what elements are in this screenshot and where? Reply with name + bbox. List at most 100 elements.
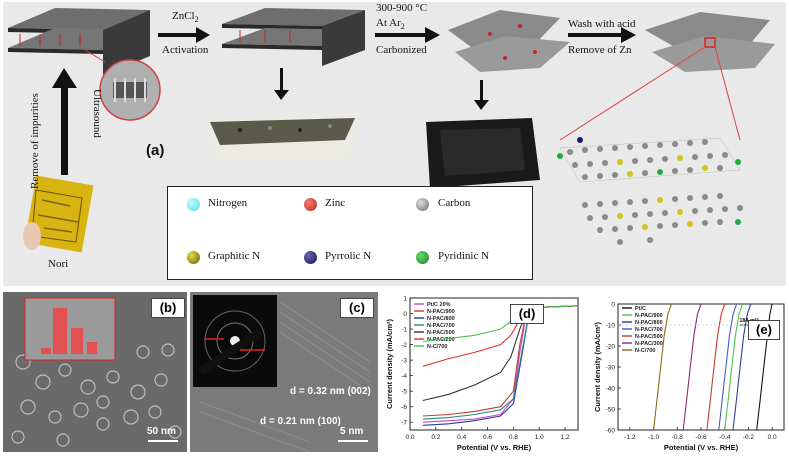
pyridinic-n-legend-dot (416, 251, 429, 264)
chart-e-ytick-label: -20 (606, 344, 616, 351)
chart-e-ytick-label: -40 (606, 386, 616, 393)
chart-e-yaxis-label: Current density (mA/cm²) (593, 321, 602, 412)
d-spacing-002-label: d = 0.32 nm (002) (290, 386, 371, 397)
chart-e-xtick-label: -0.6 (695, 434, 707, 441)
legend-graphitic-n-label: Graphitic N (208, 250, 261, 262)
legend-zinc-label: Zinc (325, 197, 346, 209)
step3-remove-zn-label: Remove of Zn (568, 44, 632, 56)
tem-particles-b (3, 292, 187, 452)
atom-legend-box: Nitrogen Zinc Carbon Graphitic N Pyrroli… (167, 186, 533, 280)
chart-e-ytick-label: -30 (606, 365, 616, 372)
chart-e-xtick-label: -1.0 (648, 434, 660, 441)
tem-image-c: d = 0.32 nm (002) d = 0.21 nm (100) 5 nm… (190, 292, 378, 452)
final-porous-sheets (559, 12, 775, 141)
nori-photo (23, 175, 94, 253)
crucible-photo (205, 112, 360, 162)
chart-d-legend-label: N-PAC/900 (427, 309, 455, 315)
chart-e-series-line (653, 303, 672, 431)
chart-e-series-line (732, 303, 752, 431)
chart-d-legend-label: N-PAC/500 (427, 330, 455, 336)
ultrasound-arrow (52, 68, 77, 175)
carbon-legend-dot (416, 198, 429, 211)
doped-graphene-structure-1 (557, 137, 741, 183)
arrow-down-2 (474, 80, 489, 110)
chart-e-series-line (682, 303, 702, 431)
chart-e-legend-label: N-PAC/300 (635, 341, 663, 347)
chart-d-legend-label: Pt/C 20% (427, 302, 451, 308)
chart-d-ytick-label: 0 (403, 311, 407, 318)
arrow-activation (158, 27, 210, 43)
panel-c-label: (c) (340, 298, 374, 318)
chart-d-ytick-label: -1 (401, 327, 407, 334)
step2-atmosphere-label: At Ar2 (376, 17, 405, 32)
step1-activation-label: Activation (162, 44, 209, 56)
chart-e-xtick-label: -0.2 (743, 434, 755, 441)
nitrogen-legend-dot (187, 198, 200, 211)
chart-d-yaxis-label: Current density (mA/cm²) (385, 318, 394, 409)
scale-bar-label-c: 5 nm (340, 426, 364, 437)
chart-d-ytick-label: -2 (401, 342, 407, 349)
chart-e-xaxis-label: Potential (V vs. RHE) (664, 443, 739, 452)
carbonized-sheets (448, 10, 570, 72)
scale-bar-label-b: 50 nm (147, 426, 176, 437)
chart-e-ytick-label: -60 (606, 428, 616, 435)
chart-d-legend-label: N-PAC/800 (427, 316, 455, 322)
chart-e-series-line (724, 303, 744, 431)
ultrasound-label: Ultrasound (91, 89, 103, 138)
chart-d-xtick-label: 1.2 (561, 434, 570, 441)
chart-e-series-line (706, 303, 726, 431)
chart-d-plot-frame (409, 297, 579, 431)
chart-d-xtick-label: 0.4 (457, 434, 466, 441)
chart-d-ytick-label: 1 (403, 296, 407, 303)
tem-image-b: 50 nm (b) (3, 292, 187, 452)
panel-e-label: (e) (748, 320, 780, 340)
chart-e-legend-label: Pt/C (635, 306, 646, 312)
chart-e-ytick-label: -10 (606, 323, 616, 330)
d-spacing-100-label: d = 0.21 nm (100) (260, 416, 341, 427)
chart-e-legend-label: N-C/700 (635, 348, 655, 354)
chart-e-xtick-label: -0.8 (672, 434, 684, 441)
layered-sheet-stack-2 (222, 8, 365, 66)
chart-e-legend-label: N-PAC/500 (635, 334, 663, 340)
step3-wash-label: Wash with acid (568, 18, 636, 30)
chart-e-xtick-label: 0.0 (768, 434, 777, 441)
chart-e-ytick-label: 0 (611, 302, 615, 309)
arrow-wash (568, 27, 636, 43)
chart-d-xtick-label: 0.0 (405, 434, 414, 441)
magnified-inset (84, 49, 161, 121)
chart-d-ytick-label: -4 (401, 373, 407, 380)
chart-e-legend-label: N-PAC/700 (635, 327, 663, 333)
panel-a-label: (a) (146, 142, 165, 159)
chart-d-ytick-label: -5 (401, 389, 407, 396)
step2-temperature-label: 300-900 °C (376, 2, 428, 14)
chart-d-legend-label: N-PAC/200 (427, 337, 455, 343)
graphitic-n-legend-dot (187, 251, 200, 264)
chart-e-series-line (756, 303, 773, 431)
chart-d-legend-label: N-PAC/700 (427, 323, 455, 329)
chart-e-series-line (718, 303, 738, 431)
nori-label: Nori (48, 258, 69, 270)
panel-b-label: (b) (151, 298, 185, 318)
chart-d-legend-label: N-C/700 (427, 344, 447, 350)
chart-d-xtick-label: 1.0 (535, 434, 544, 441)
chart-d-ytick-label: -6 (401, 404, 407, 411)
legend-pyridinic-n-label: Pyridinic N (438, 250, 490, 262)
chart-e-legend-label: N-PAC/800 (635, 320, 663, 326)
legend-nitrogen-label: Nitrogen (208, 197, 248, 209)
panel-d-label: (d) (510, 304, 544, 324)
chart-d-xaxis-label: Potential (V vs. RHE) (457, 443, 532, 452)
layered-sheet-stack-1 (8, 8, 150, 76)
legend-carbon-label: Carbon (438, 197, 471, 209)
chart-d-ytick-label: -3 (401, 358, 407, 365)
step1-reagent-label: ZnCl2 (172, 10, 199, 25)
chart-e-xtick-label: -1.2 (624, 434, 636, 441)
chart-e-legend-label: N-PAC/900 (635, 313, 663, 319)
chart-d-xtick-label: 0.6 (483, 434, 492, 441)
step2-carbonized-label: Carbonized (376, 44, 427, 56)
zinc-legend-dot (304, 198, 317, 211)
remove-impurities-label: Remove of impurities (29, 93, 41, 189)
